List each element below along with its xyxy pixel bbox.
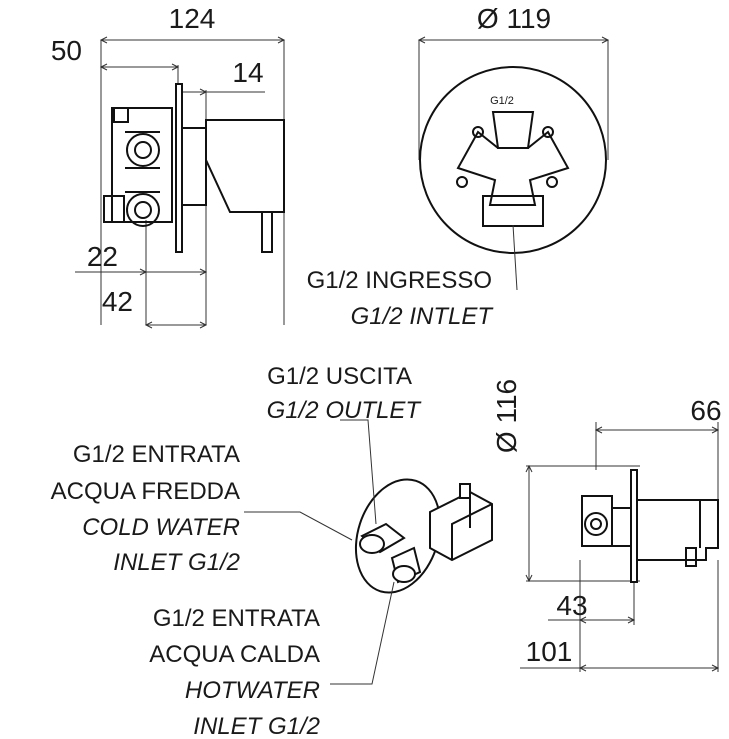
thread-label: G1/2 (490, 95, 514, 107)
dim-inlet-offset: 22 (87, 241, 118, 272)
label-inlet-it: G1/2 INGRESSO (307, 267, 492, 294)
label-hot-it-1: G1/2 ENTRATA (153, 605, 320, 632)
dim-handle-length: 66 (690, 395, 721, 426)
dim-rosette-diameter-side: Ø 116 (491, 379, 522, 453)
label-hot-it-2: ACQUA CALDA (149, 641, 320, 668)
label-cold-en-1: COLD WATER (82, 514, 240, 541)
label-cold-it-2: ACQUA FREDDA (51, 478, 240, 505)
side-view-bottom (520, 422, 718, 672)
dim-overall-depth-side: 101 (526, 636, 573, 667)
dim-plate-to-handle: 14 (232, 57, 263, 88)
dim-inlet-depth: 42 (102, 286, 133, 317)
label-hot-en-1: HOTWATER (185, 677, 320, 704)
dim-overall-depth: 124 (169, 3, 216, 34)
dim-body-depth-side: 43 (556, 590, 587, 621)
dim-body-depth: 50 (51, 35, 82, 66)
label-cold-it-1: G1/2 ENTRATA (73, 441, 240, 468)
front-view (419, 37, 608, 290)
label-hot-en-2: INLET G1/2 (193, 713, 320, 739)
label-inlet-en: G1/2 INTLET (351, 303, 495, 330)
dim-rosette-diameter: Ø 119 (477, 3, 551, 34)
label-outlet-it: G1/2 USCITA (267, 363, 412, 390)
label-outlet-en: G1/2 OUTLET (267, 397, 423, 424)
label-cold-en-2: INLET G1/2 (113, 549, 240, 576)
